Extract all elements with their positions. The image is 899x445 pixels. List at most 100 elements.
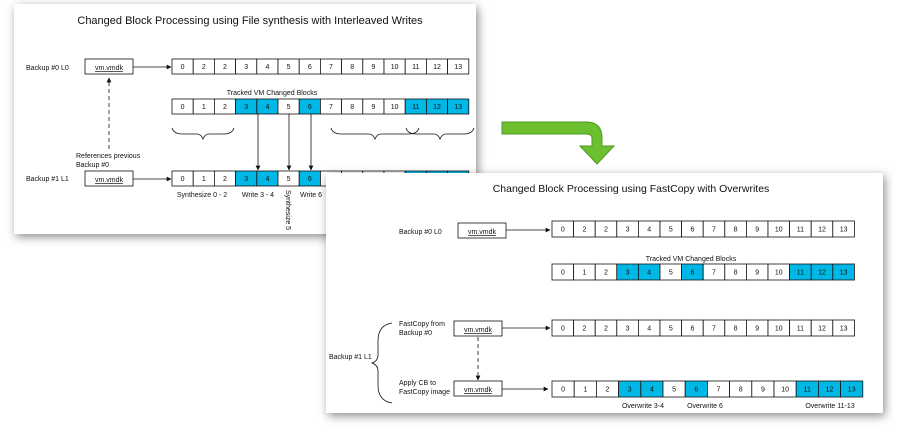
block-label: 12 xyxy=(433,104,441,111)
block-label: 4 xyxy=(647,326,651,333)
vmdk-box-backup0 xyxy=(457,222,507,239)
block-label: 7 xyxy=(717,387,721,394)
caption-overwrite-6: Overwrite 6 xyxy=(687,403,723,410)
block-label: 5 xyxy=(672,387,676,394)
block-label: 10 xyxy=(775,326,783,333)
block-label: 7 xyxy=(712,227,716,234)
block-cell xyxy=(832,319,855,337)
block-label: 13 xyxy=(840,227,848,234)
block-label: 11 xyxy=(797,227,804,234)
block-cell xyxy=(447,58,470,75)
block-label: 6 xyxy=(690,326,694,333)
vmdk-filename: vm.vmdk xyxy=(464,327,493,334)
block-label: 9 xyxy=(371,104,375,111)
block-label: 2 xyxy=(223,176,227,183)
vmdk-box-apply xyxy=(453,380,503,397)
caption-synthesize-5: Synthesize 5 xyxy=(284,190,291,230)
block-label: 3 xyxy=(628,387,632,394)
block-label: 12 xyxy=(433,64,441,71)
block-label: 2 xyxy=(223,104,227,111)
block-label: 5 xyxy=(287,104,291,111)
block-label: 6 xyxy=(308,104,312,111)
block-label: 2 xyxy=(604,270,608,277)
block-label: 8 xyxy=(739,387,743,394)
references-label-line1: References previous xyxy=(76,153,141,160)
backup1-label: Backup #1 L1 xyxy=(26,176,69,183)
vmdk-filename: vm.vmdk xyxy=(468,229,497,236)
diagram-title: Changed Block Processing using FastCopy … xyxy=(493,183,770,195)
block-label: 11 xyxy=(804,387,811,394)
block-label: 0 xyxy=(181,176,185,183)
backup0-label: Backup #0 L0 xyxy=(26,65,69,72)
caption-synthesize-0-2: Synthesize 0 - 2 xyxy=(177,192,227,199)
block-label: 13 xyxy=(840,270,848,277)
fastcopy-label-line1: FastCopy from xyxy=(399,321,445,328)
block-label: 1 xyxy=(202,104,206,111)
block-label: 4 xyxy=(265,64,269,71)
block-label: 13 xyxy=(848,387,856,394)
block-label: 4 xyxy=(647,270,651,277)
block-cell xyxy=(447,98,470,115)
block-label: 13 xyxy=(840,326,848,333)
block-label: 6 xyxy=(690,270,694,277)
block-label: 7 xyxy=(329,64,333,71)
block-label: 9 xyxy=(761,387,765,394)
block-label: 3 xyxy=(626,326,630,333)
block-label: 7 xyxy=(329,104,333,111)
bracket xyxy=(370,322,393,404)
block-label: 4 xyxy=(265,104,269,111)
block-label: 10 xyxy=(781,387,789,394)
block-label: 8 xyxy=(350,104,354,111)
caption-write-3-4: Write 3 - 4 xyxy=(242,192,274,199)
block-label: 5 xyxy=(669,227,673,234)
block-label: 10 xyxy=(775,227,783,234)
vmdk-filename: vm.vmdk xyxy=(95,65,124,72)
block-label: 1 xyxy=(202,176,206,183)
block-label: 12 xyxy=(818,326,826,333)
block-label: 5 xyxy=(669,326,673,333)
block-label: 12 xyxy=(818,270,826,277)
block-label: 9 xyxy=(755,270,759,277)
diagram-fastcopy: Changed Block Processing using FastCopy … xyxy=(329,183,864,410)
brace xyxy=(330,127,420,141)
block-label: 6 xyxy=(694,387,698,394)
backup0-label: Backup #0 L0 xyxy=(399,229,442,236)
block-label: 3 xyxy=(244,176,248,183)
block-label: 0 xyxy=(561,270,565,277)
block-label: 0 xyxy=(561,326,565,333)
tracked-blocks-label: Tracked VM Changed Blocks xyxy=(227,90,318,97)
vmdk-box-fastcopy xyxy=(453,320,503,337)
block-label: 2 xyxy=(604,227,608,234)
vmdk-box-backup1 xyxy=(84,170,134,187)
block-label: 11 xyxy=(412,104,419,111)
block-label: 1 xyxy=(583,387,587,394)
block-label: 8 xyxy=(734,227,738,234)
block-label: 9 xyxy=(755,227,759,234)
vmdk-box-backup0 xyxy=(84,58,134,75)
block-label: 2 xyxy=(223,64,227,71)
block-label: 8 xyxy=(734,270,738,277)
apply-label-line2: FastCopy image xyxy=(399,389,450,396)
block-label: 11 xyxy=(412,64,419,71)
block-label: 5 xyxy=(669,270,673,277)
block-label: 9 xyxy=(755,326,759,333)
diagram-title: Changed Block Processing using File synt… xyxy=(77,15,423,27)
block-cell xyxy=(840,380,864,398)
green-arrow-icon xyxy=(501,121,616,165)
block-label: 8 xyxy=(350,64,354,71)
block-label: 7 xyxy=(712,326,716,333)
block-label: 9 xyxy=(371,64,375,71)
tracked-blocks-label: Tracked VM Changed Blocks xyxy=(646,256,737,263)
block-label: 10 xyxy=(775,270,783,277)
block-label: 0 xyxy=(561,227,565,234)
block-label: 3 xyxy=(244,104,248,111)
caption-write-6: Write 6 xyxy=(300,192,322,199)
vmdk-filename: vm.vmdk xyxy=(95,177,124,184)
block-label: 2 xyxy=(582,227,586,234)
caption-overwrite-3-4: Overwrite 3-4 xyxy=(622,403,664,410)
block-label: 0 xyxy=(561,387,565,394)
